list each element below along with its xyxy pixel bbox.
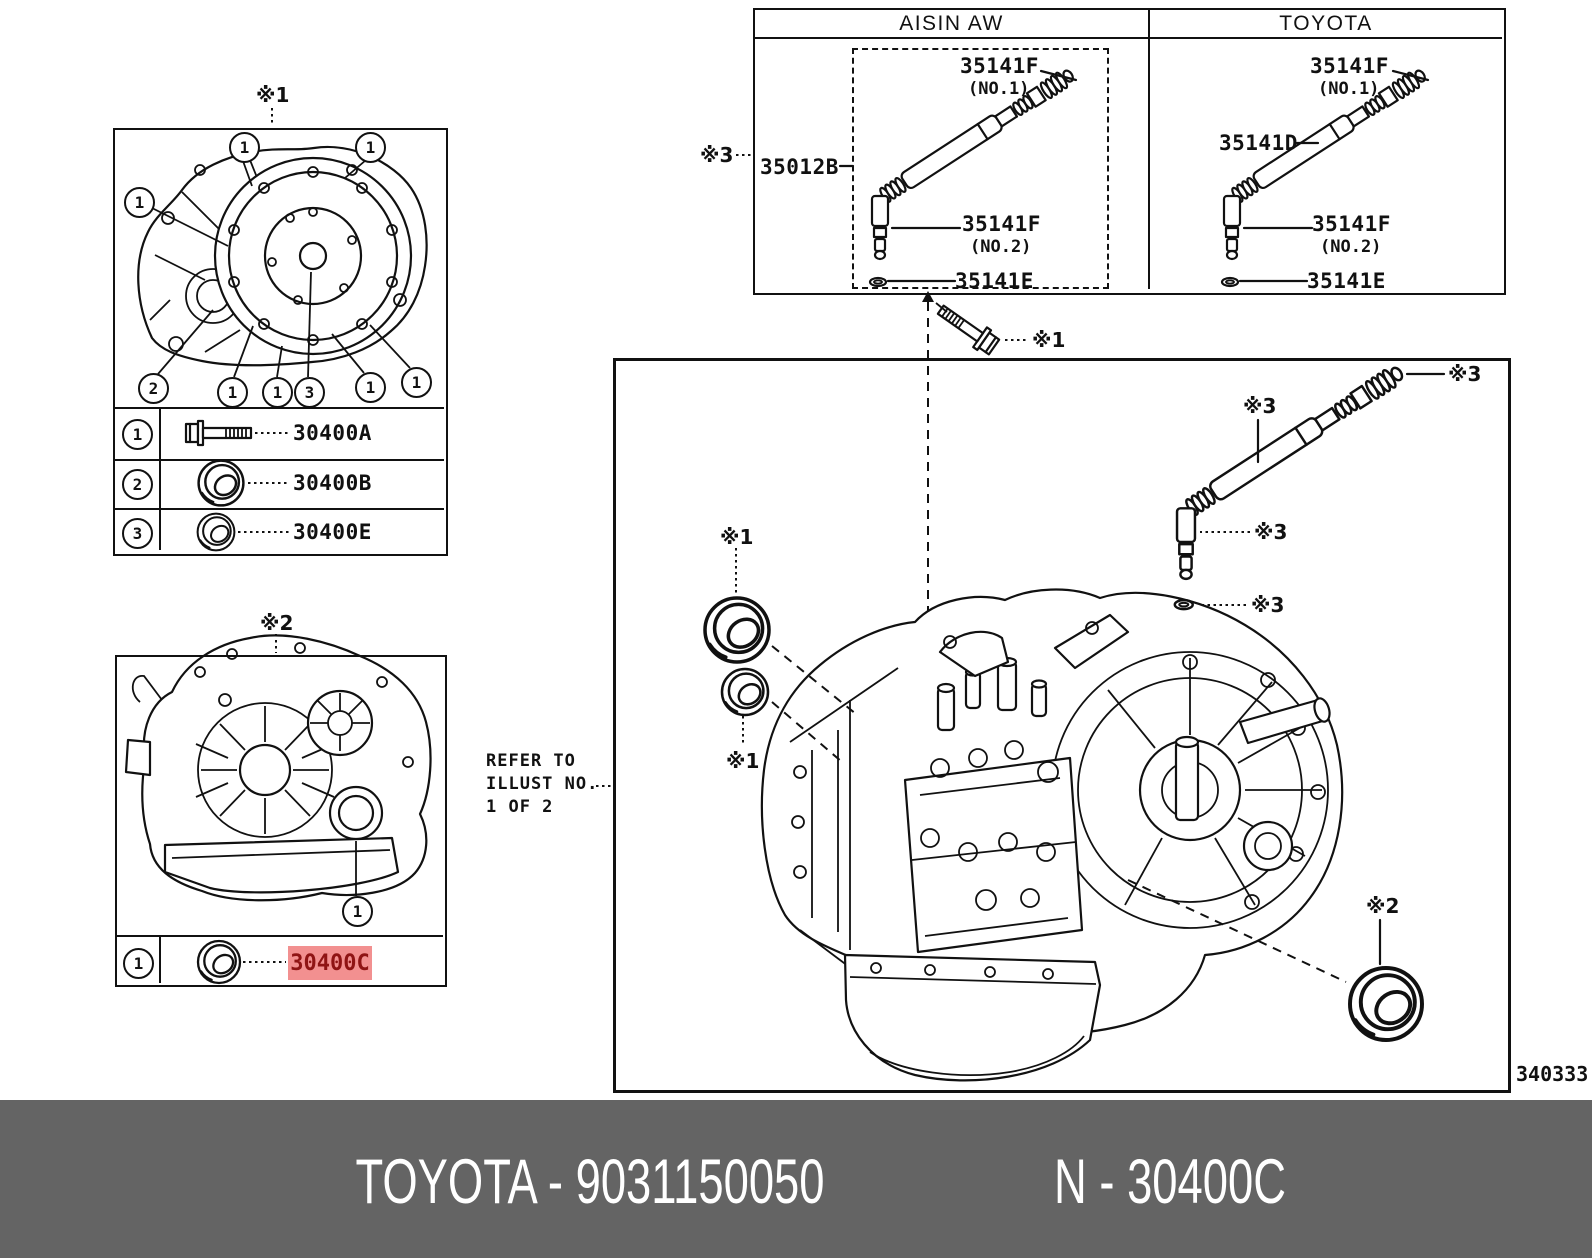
column-header-aisin-label: AISIN AW <box>899 11 1004 35</box>
part-30400C-label: 30400C <box>290 950 370 976</box>
illust2-table-divider <box>159 935 161 983</box>
illust1-row-line-3 <box>115 508 444 510</box>
illust1-border <box>113 128 448 556</box>
callout-label: 1 <box>365 138 376 157</box>
column-header-aisin: AISIN AW <box>755 10 1148 37</box>
ref1-marker-seal-bottom: ※1 <box>726 749 760 773</box>
callout-label: 1 <box>227 383 238 402</box>
callout-1: 1 <box>355 372 386 403</box>
callout-1: 1 <box>355 132 386 163</box>
refer-line-2: ILLUST NO. <box>486 774 599 794</box>
callout-label: 1 <box>272 383 283 402</box>
callout-label: 1 <box>134 193 145 212</box>
illust1-row-line-1 <box>115 407 444 409</box>
callout-label: 3 <box>304 383 315 402</box>
drawing-number: 340333 <box>1516 1062 1589 1086</box>
ref3-marker-table: ※3 <box>700 143 734 167</box>
illust1-table-divider <box>159 407 161 550</box>
ref3-marker-gauge-joint: ※3 <box>1254 520 1288 544</box>
aisin-35141E-label: 35141E <box>955 269 1034 293</box>
illust1-bell-housing-drawing <box>137 108 428 552</box>
refer-line-1: REFER TO <box>486 751 576 771</box>
row-num-1-illust2: 1 <box>123 948 154 979</box>
column-header-toyota: TOYOTA <box>1150 10 1502 37</box>
row-num-2: 2 <box>122 469 153 500</box>
callout-1: 1 <box>217 377 248 408</box>
toyota-35141E-label: 35141E <box>1307 269 1386 293</box>
part-35012B-label: 35012B <box>760 155 839 179</box>
highlighted-part-30400C: 30400C <box>288 946 372 980</box>
illust2-border <box>115 655 447 987</box>
footer-catalog-code: N - 30400C <box>1054 1147 1286 1217</box>
aisin-no2-sub: (NO.2) <box>970 237 1032 257</box>
part-30400E-label: 30400E <box>293 520 372 544</box>
row-num-3: 3 <box>122 518 153 549</box>
toyota-no2-sub: (NO.2) <box>1320 237 1382 257</box>
ref3-marker-gauge-rod: ※3 <box>1243 394 1277 418</box>
toyota-35141D-label: 35141D <box>1219 131 1298 155</box>
callout-1-illust2: 1 <box>342 896 373 927</box>
part-30400A-label: 30400A <box>293 421 372 445</box>
illust2-row-line <box>117 935 443 937</box>
illust2-transaxle-drawing <box>124 634 432 902</box>
toyota-35141F-no1-label: 35141F <box>1310 54 1389 78</box>
callout-label: 1 <box>239 138 250 157</box>
column-header-toyota-label: TOYOTA <box>1279 11 1373 35</box>
toyota-no1-sub: (NO.1) <box>1318 79 1380 99</box>
callout-label: 1 <box>352 902 363 921</box>
ref3-marker-gauge-oring: ※3 <box>1251 593 1285 617</box>
main-border <box>613 358 1511 1093</box>
part-30400B-label: 30400B <box>293 471 372 495</box>
top-table-header-divider <box>755 37 1502 39</box>
footer-part-number: TOYOTA - 9031150050 <box>355 1147 825 1217</box>
ref1-marker-illust1: ※1 <box>256 83 290 107</box>
illust1-row-line-2 <box>115 459 444 461</box>
footer-bar <box>0 1100 1592 1258</box>
callout-label: 1 <box>365 378 376 397</box>
callout-1: 1 <box>229 132 260 163</box>
ref3-marker-gauge-tip: ※3 <box>1448 362 1482 386</box>
callout-3: 3 <box>294 377 325 408</box>
ref1-marker-bolt: ※1 <box>1032 328 1066 352</box>
top-table-border <box>753 8 1506 295</box>
callout-label: 1 <box>411 373 422 392</box>
ref2-marker-illust2: ※2 <box>260 611 294 635</box>
refer-note: REFER TO ILLUST NO. 1 OF 2 <box>486 750 598 819</box>
ref2-marker-seal-right: ※2 <box>1366 894 1400 918</box>
callout-1: 1 <box>262 377 293 408</box>
main-transaxle-drawing <box>596 291 1446 1082</box>
row-num-label: 1 <box>132 425 143 444</box>
row-num-1: 1 <box>122 419 153 450</box>
callout-1: 1 <box>124 187 155 218</box>
aisin-gauge-drawing <box>736 65 1078 288</box>
toyota-gauge-drawing <box>1220 65 1430 288</box>
callout-label: 2 <box>148 379 159 398</box>
aisin-no1-sub: (NO.1) <box>968 79 1030 99</box>
solenoid-cylinders <box>936 656 1048 732</box>
callout-1: 1 <box>401 367 432 398</box>
aisin-35141F-no2-label: 35141F <box>962 212 1041 236</box>
aisin-35141F-no1-label: 35141F <box>960 54 1039 78</box>
row-num-label: 1 <box>133 954 144 973</box>
top-table-column-divider <box>1148 10 1150 289</box>
gauge-assy-dashed-box <box>852 48 1109 289</box>
refer-line-3: 1 OF 2 <box>486 797 554 817</box>
toyota-35141F-no2-label: 35141F <box>1312 212 1391 236</box>
row-num-label: 2 <box>132 475 143 494</box>
row-num-label: 3 <box>132 524 143 543</box>
callout-2: 2 <box>138 373 169 404</box>
ref1-marker-seal-top: ※1 <box>720 525 754 549</box>
